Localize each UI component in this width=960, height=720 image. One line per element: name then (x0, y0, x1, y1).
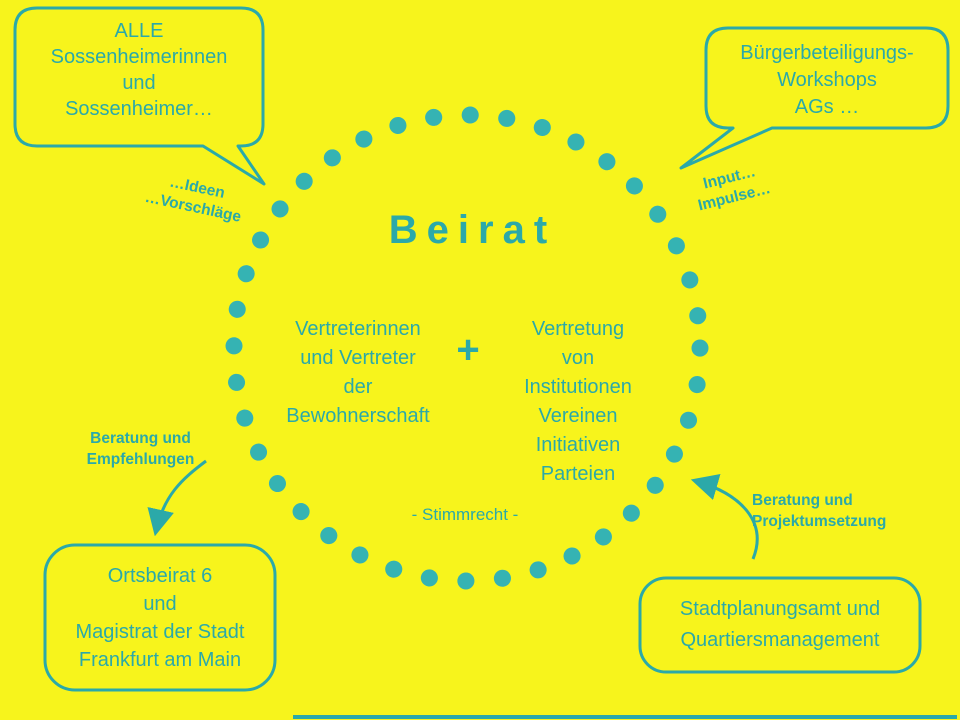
box-ortsbeirat-text: Ortsbeirat 6 und Magistrat der Stadt Fra… (75, 565, 245, 671)
label-beratung-projektumsetzung: Beratung und Projektumsetzung (752, 492, 887, 530)
center-left-column: Vertreterinnen und Vertreter der Bewohne… (286, 318, 430, 427)
label-stimmrecht: - Stimmrecht - (411, 505, 519, 524)
bubble-top-left-text: ALLE Sossenheimerinnen und Sossenheimer… (50, 20, 228, 120)
box-stadtplanungsamt-text: Stadtplanungsamt und Quartiersmanagement (679, 598, 881, 651)
bubble-top-right-text: Bürgerbeteiligungs- Workshops AGs … (740, 42, 914, 118)
arrow-to-ortsbeirat (147, 459, 207, 537)
label-beratung-empfehlungen: Beratung und Empfehlungen (86, 430, 195, 468)
center-right-column: Vertretung von Institutionen Vereinen In… (524, 318, 632, 485)
box-stadtplanungsamt (638, 576, 922, 674)
speech-bubble-top-left (13, 6, 266, 186)
box-ortsbeirat (43, 543, 277, 692)
plus-sign: + (456, 328, 480, 372)
dotted-circle (225, 106, 709, 590)
diagram-title: Beirat (388, 208, 557, 252)
arrow-from-stadtplanungsamt (690, 474, 759, 560)
speech-bubble-top-right (679, 26, 950, 170)
